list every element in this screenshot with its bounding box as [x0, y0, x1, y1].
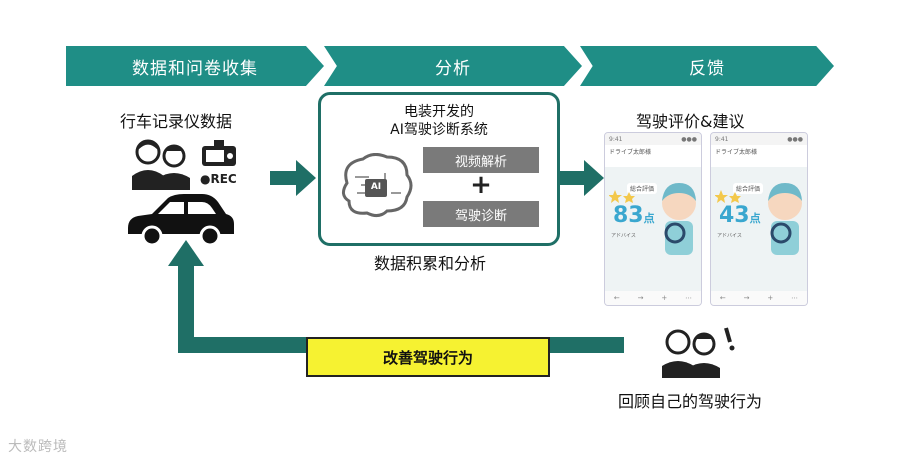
advice-label: アドバイス [717, 233, 742, 239]
overall-rating-tag: 総合評価 [627, 183, 658, 194]
advice-label: アドバイス [611, 233, 636, 239]
score-83: 83点 [613, 203, 655, 228]
phone-nav-bar: ←→+⋯ [605, 291, 701, 305]
ai-system-box: 电装开发的 AI驾驶诊断系统 AI 视频解析 + 驾驶诊断 [318, 92, 560, 246]
improve-driving-box: 改善驾驶行为 [306, 337, 550, 377]
dashcam-icon [202, 140, 236, 166]
system-title-line1: 电装开发的 [404, 104, 474, 120]
score-43: 43点 [719, 203, 761, 228]
elderly-couple-review-icon [662, 327, 735, 378]
driver-name: ドライブ太郎様 [711, 145, 807, 167]
dashcam-data-title: 行车记录仪数据 [120, 112, 233, 131]
stage-analyze: 分析 [324, 46, 582, 86]
plus-sign: + [470, 170, 492, 200]
rec-label: ●REC [200, 172, 237, 186]
evaluation-title: 驾驶评价&建议 [636, 112, 745, 131]
data-accumulation-caption: 数据积累和分析 [374, 254, 487, 273]
child-driver-illustration [662, 183, 696, 255]
overall-rating-tag: 総合評価 [733, 183, 764, 194]
stage-collect: 数据和问卷收集 [66, 46, 324, 86]
stars-icon [715, 190, 741, 203]
video-analysis-box: 视频解析 [423, 147, 539, 173]
system-title-line2: AI驾驶诊断系统 [390, 122, 488, 138]
phone-nav-bar: ←→+⋯ [711, 291, 807, 305]
ai-brain-icon [342, 153, 413, 218]
stage-feedback: 反馈 [580, 46, 834, 86]
driving-diagnosis-box: 驾驶诊断 [423, 201, 539, 227]
stars-icon [609, 190, 635, 203]
elderly-couple-icon [132, 139, 190, 190]
review-behavior-label: 回顾自己的驾驶行为 [618, 392, 763, 411]
arrow-to-feedback [558, 160, 604, 196]
watermark: 大数跨境 [8, 439, 68, 455]
ai-chip-label: AI [370, 182, 382, 192]
car-icon [128, 194, 234, 246]
driver-name: ドライブ太郎様 [605, 145, 701, 167]
arrow-to-analysis [270, 160, 316, 196]
phone-screen-1: 9:41●●● ドライブ太郎様 総合評価 83点 アドバイス ←→+⋯ [604, 132, 702, 306]
phone-screen-2: 9:41●●● ドライブ太郎様 総合評価 43点 アドバイス ←→+⋯ [710, 132, 808, 306]
child-driver-illustration [768, 183, 802, 255]
